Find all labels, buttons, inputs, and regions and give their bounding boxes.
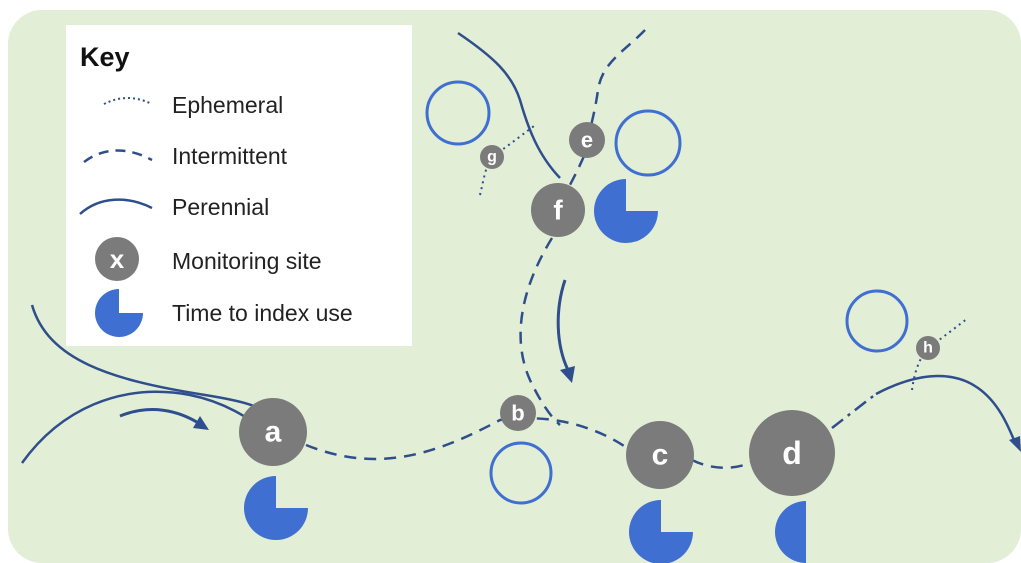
monitoring-site-b: b xyxy=(500,395,536,431)
monitoring-site-f: f xyxy=(531,183,585,237)
legend: Key Ephemeral Intermittent Perennial x M… xyxy=(66,25,412,346)
monitoring-site-d: d xyxy=(749,410,835,496)
time-to-index-empty-h xyxy=(845,289,909,353)
flow-arrow-left-head xyxy=(193,416,209,430)
monitoring-site-e: e xyxy=(569,122,605,158)
legend-perennial-line xyxy=(79,198,153,215)
site-label-f: f xyxy=(553,195,563,226)
monitoring-site-g: g xyxy=(480,145,504,169)
monitoring-site-a: a xyxy=(239,398,307,466)
legend-time-to-index-label: Time to index use xyxy=(172,300,353,326)
legend-title: Key xyxy=(80,42,130,72)
intermittent-stream-d-right xyxy=(831,393,877,429)
legend-ephemeral-line xyxy=(103,97,153,105)
legend-box xyxy=(66,25,412,346)
site-label-g: g xyxy=(487,149,497,166)
time-to-index-empty-g xyxy=(425,80,491,146)
flow-arrow-left xyxy=(119,408,201,426)
monitoring-site-c: c xyxy=(626,421,694,489)
site-label-e: e xyxy=(581,128,593,153)
legend-intermittent-line xyxy=(83,149,153,163)
time-to-index-pie-d xyxy=(775,501,806,563)
legend-ephemeral-label: Ephemeral xyxy=(172,92,283,118)
intermittent-stream-f-b xyxy=(519,237,561,426)
time-to-index-pie-c xyxy=(629,500,693,563)
site-label-a: a xyxy=(265,416,282,449)
legend-pie-glyph xyxy=(95,289,143,337)
time-to-index-pie-a xyxy=(244,476,308,540)
perennial-stream-right xyxy=(875,374,1018,446)
time-to-index-pie-f xyxy=(594,179,658,243)
monitoring-site-h: h xyxy=(916,336,940,360)
intermittent-stream-c-d xyxy=(691,458,753,469)
outflow-arrowhead xyxy=(1009,436,1021,452)
ephemeral-stream-h xyxy=(911,317,969,391)
site-label-h: h xyxy=(923,340,933,357)
legend-site-symbol-label: x xyxy=(110,244,125,274)
site-label-c: c xyxy=(652,439,669,472)
site-label-b: b xyxy=(511,401,524,426)
flow-arrow-middle xyxy=(556,279,570,371)
legend-perennial-label: Perennial xyxy=(172,194,269,220)
intermittent-stream-a-c xyxy=(305,416,631,461)
perennial-stream-left-lower xyxy=(20,390,269,464)
time-to-index-empty-e xyxy=(614,109,682,177)
intermittent-stream-top xyxy=(586,29,646,141)
legend-monitoring-site-label: Monitoring site xyxy=(172,248,322,274)
flow-arrow-middle-head xyxy=(560,366,575,383)
legend-site-symbol xyxy=(95,237,139,281)
perennial-stream-top xyxy=(457,31,561,179)
time-to-index-empty-b xyxy=(489,441,553,505)
legend-intermittent-label: Intermittent xyxy=(172,143,288,169)
site-label-d: d xyxy=(782,435,802,471)
